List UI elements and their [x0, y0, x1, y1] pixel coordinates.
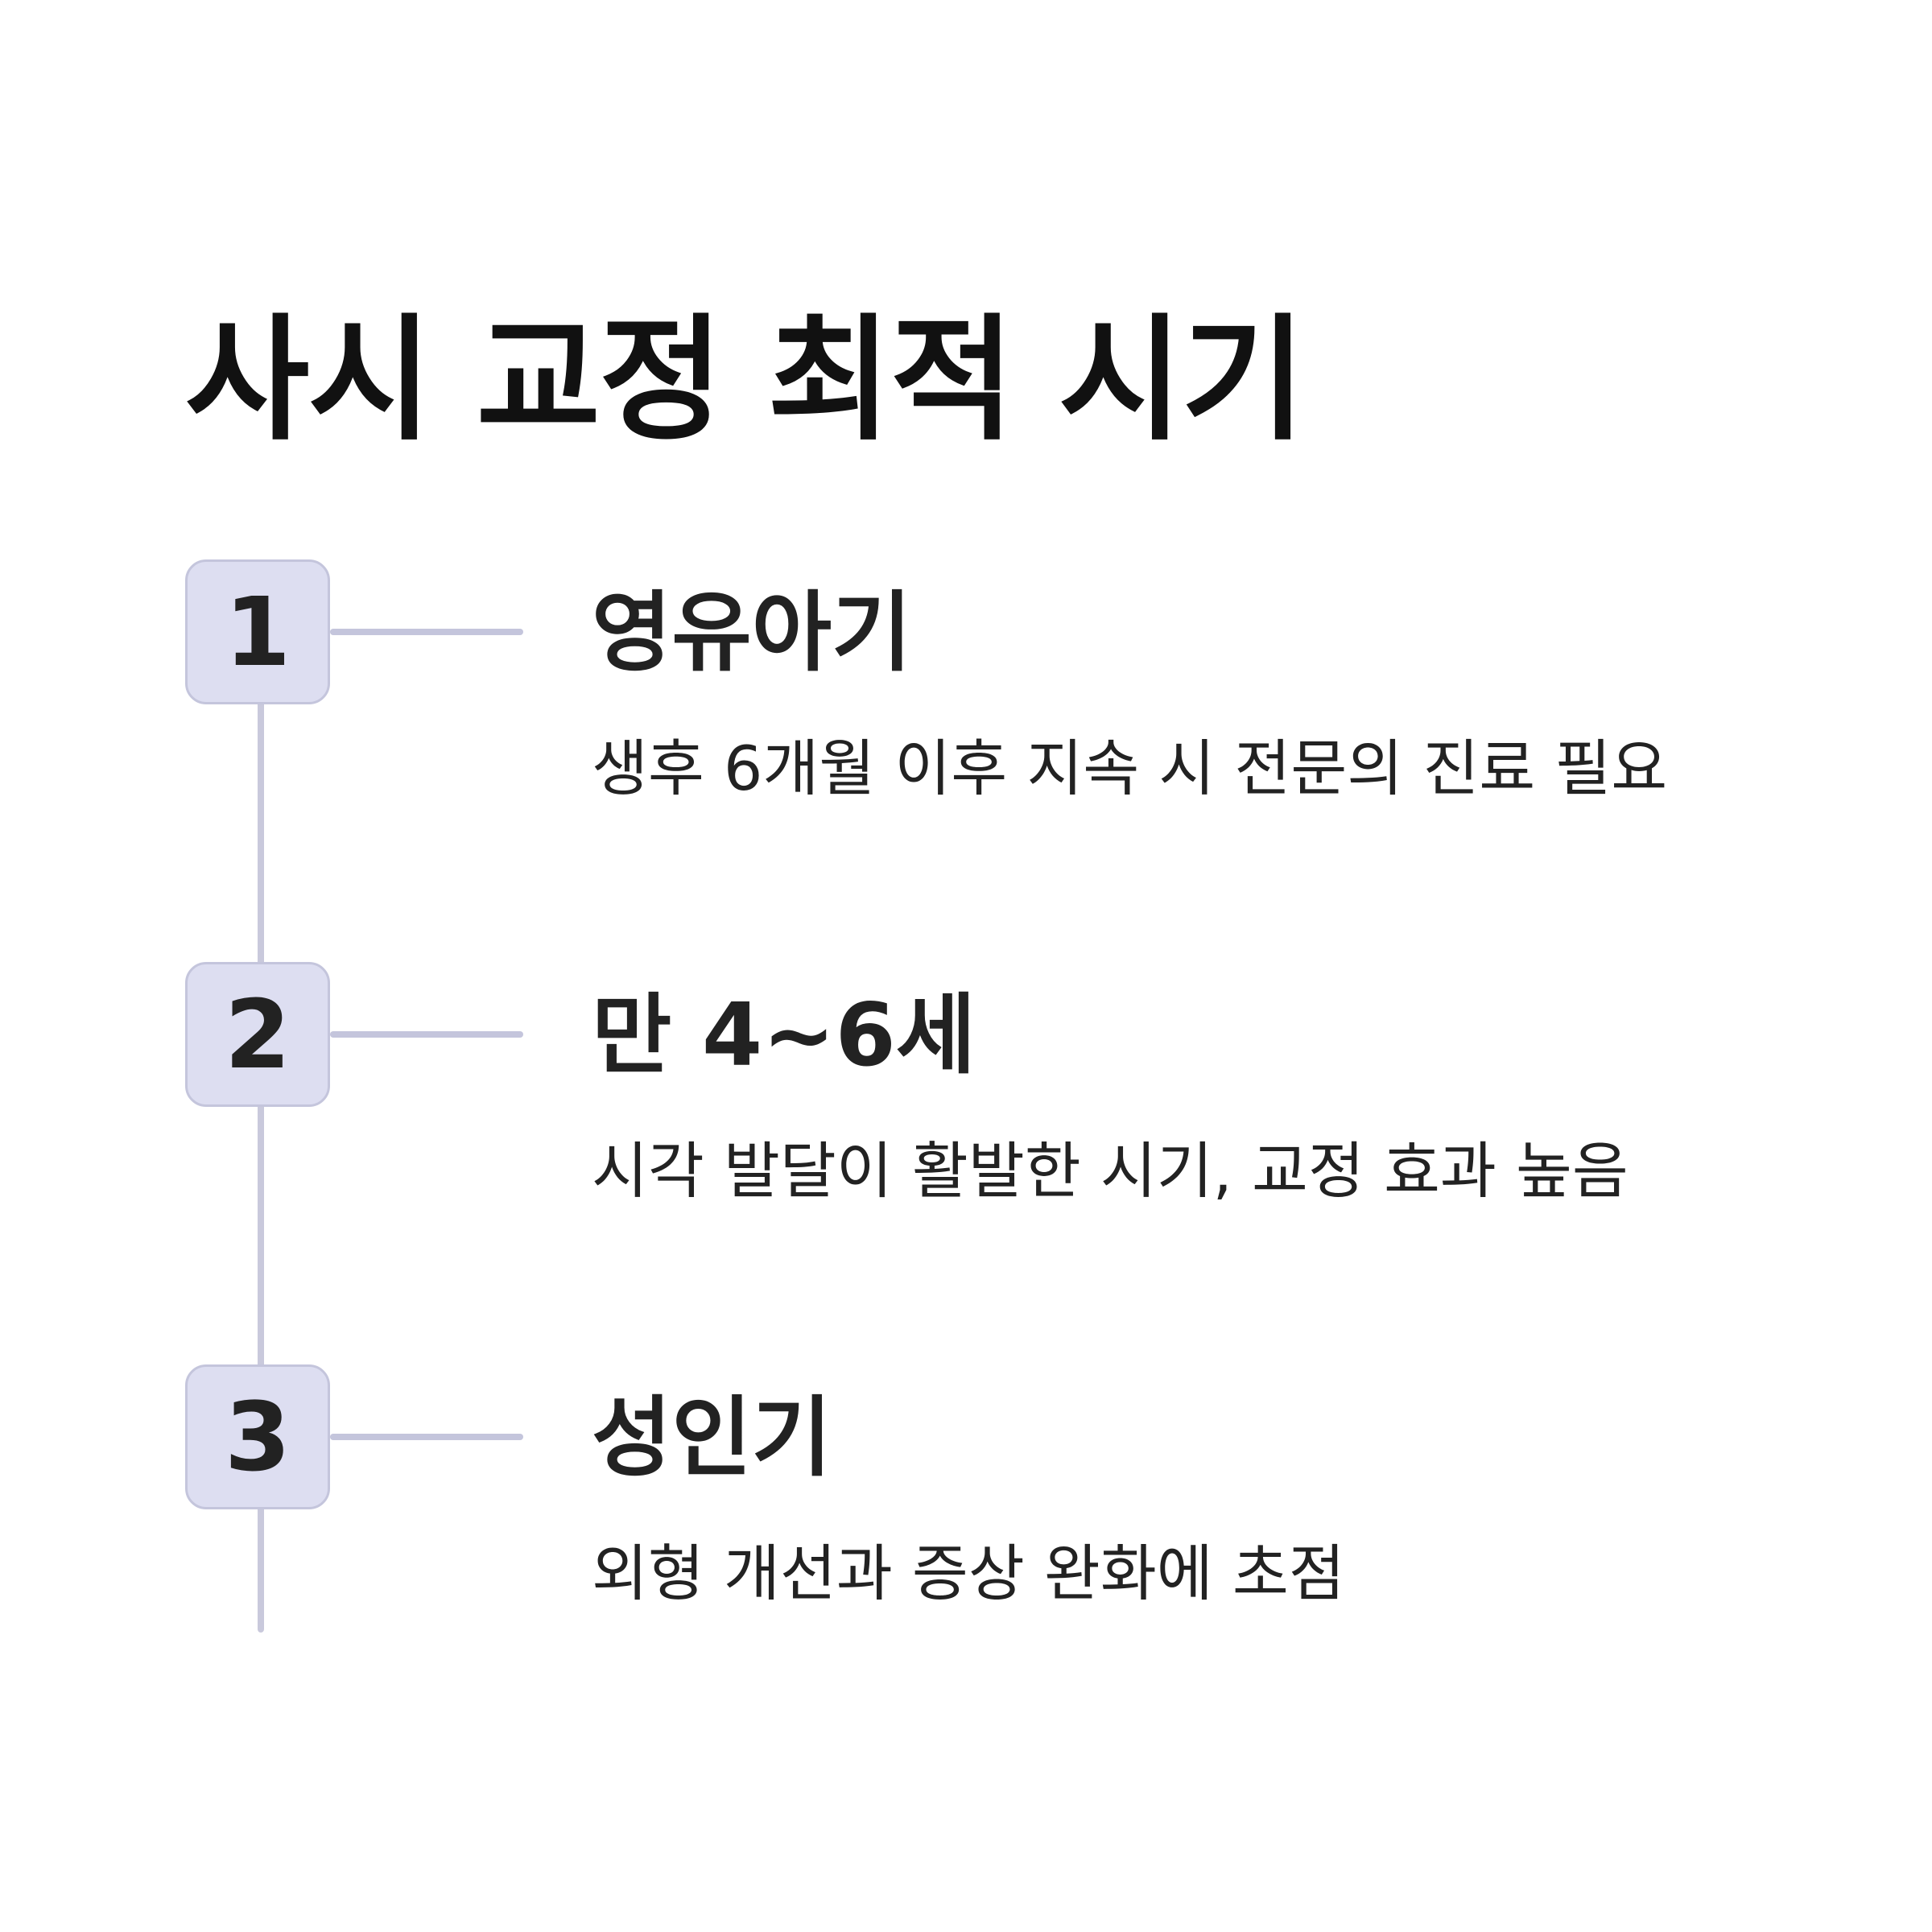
step-description: 외형 개선과 증상 완화에 초점 — [592, 1538, 1345, 1609]
step-title: 영유아기 — [592, 583, 912, 683]
page-title: 사시 교정 최적 시기 — [185, 301, 1306, 459]
timeline-step-2: 2 만 4~6세 시각 발달이 활발한 시기, 교정 효과 높음 — [0, 962, 1932, 1203]
step-connector — [330, 1434, 523, 1440]
step-number-badge: 2 — [185, 962, 330, 1107]
step-title: 만 4~6세 — [592, 985, 976, 1086]
step-description: 생후 6개월 이후 지속 시 전문의 진료 필요 — [592, 733, 1668, 804]
step-title: 성인기 — [592, 1388, 832, 1488]
timeline-line — [258, 692, 264, 1633]
step-connector — [330, 1031, 523, 1038]
timeline-step-1: 1 영유아기 생후 6개월 이후 지속 시 전문의 진료 필요 — [0, 559, 1932, 801]
timeline-step-3: 3 성인기 외형 개선과 증상 완화에 초점 — [0, 1364, 1932, 1606]
step-number-badge: 1 — [185, 559, 330, 704]
step-description: 시각 발달이 활발한 시기, 교정 효과 높음 — [592, 1135, 1629, 1207]
step-connector — [330, 629, 523, 635]
step-number-badge: 3 — [185, 1364, 330, 1509]
